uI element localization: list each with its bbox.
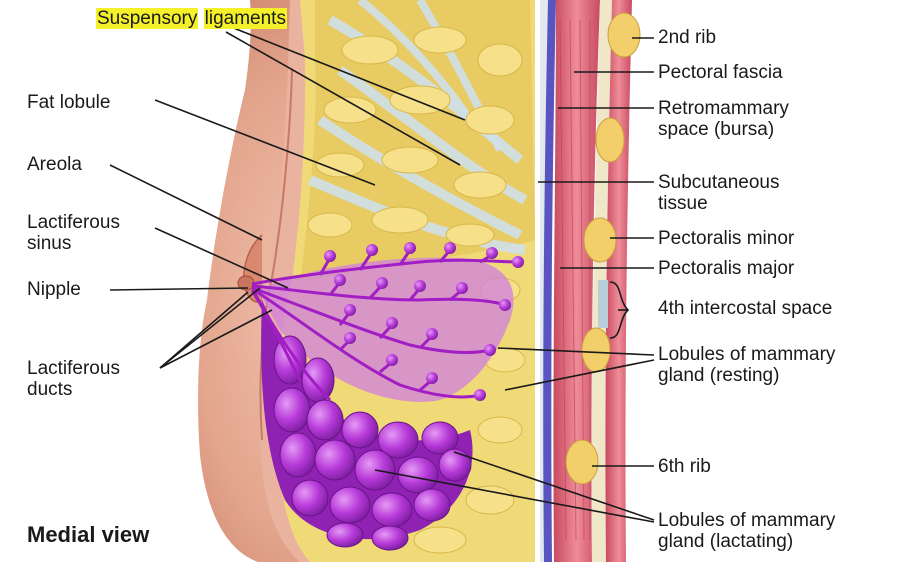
leader-lines: [109, 24, 655, 523]
sixth-rib-label: 6th rib: [658, 456, 711, 477]
areola-label: Areola: [27, 154, 82, 175]
subcutaneous-tissue-label: Subcutaneous tissue: [658, 172, 780, 214]
fat-lobule-label: Fat lobule: [27, 92, 111, 113]
lactiferous-ducts-label: Lactiferous ducts: [27, 358, 120, 400]
view-caption: Medial view: [27, 522, 150, 547]
retromammary-space-label: Retromammary space (bursa): [658, 98, 789, 140]
nipple-label: Nipple: [27, 279, 81, 300]
lobules-resting-label: Lobules of mammary gland (resting): [658, 344, 836, 386]
lactiferous-sinus-label: Lactiferous sinus: [27, 212, 120, 254]
gland-lactating: [250, 289, 473, 551]
suspensory-ligaments-label: Suspensory ligaments: [96, 8, 287, 29]
second-rib-label: 2nd rib: [658, 27, 717, 48]
pectoralis-minor-label: Pectoralis minor: [658, 228, 795, 249]
lobules-lactating-label: Lobules of mammary gland (lactating): [658, 510, 836, 552]
intercostal-space-label: 4th intercostal space: [658, 298, 833, 319]
chest-wall: [540, 0, 652, 562]
pectoral-fascia-label: Pectoral fascia: [658, 62, 783, 83]
pectoralis-major-label: Pectoralis major: [658, 258, 795, 279]
